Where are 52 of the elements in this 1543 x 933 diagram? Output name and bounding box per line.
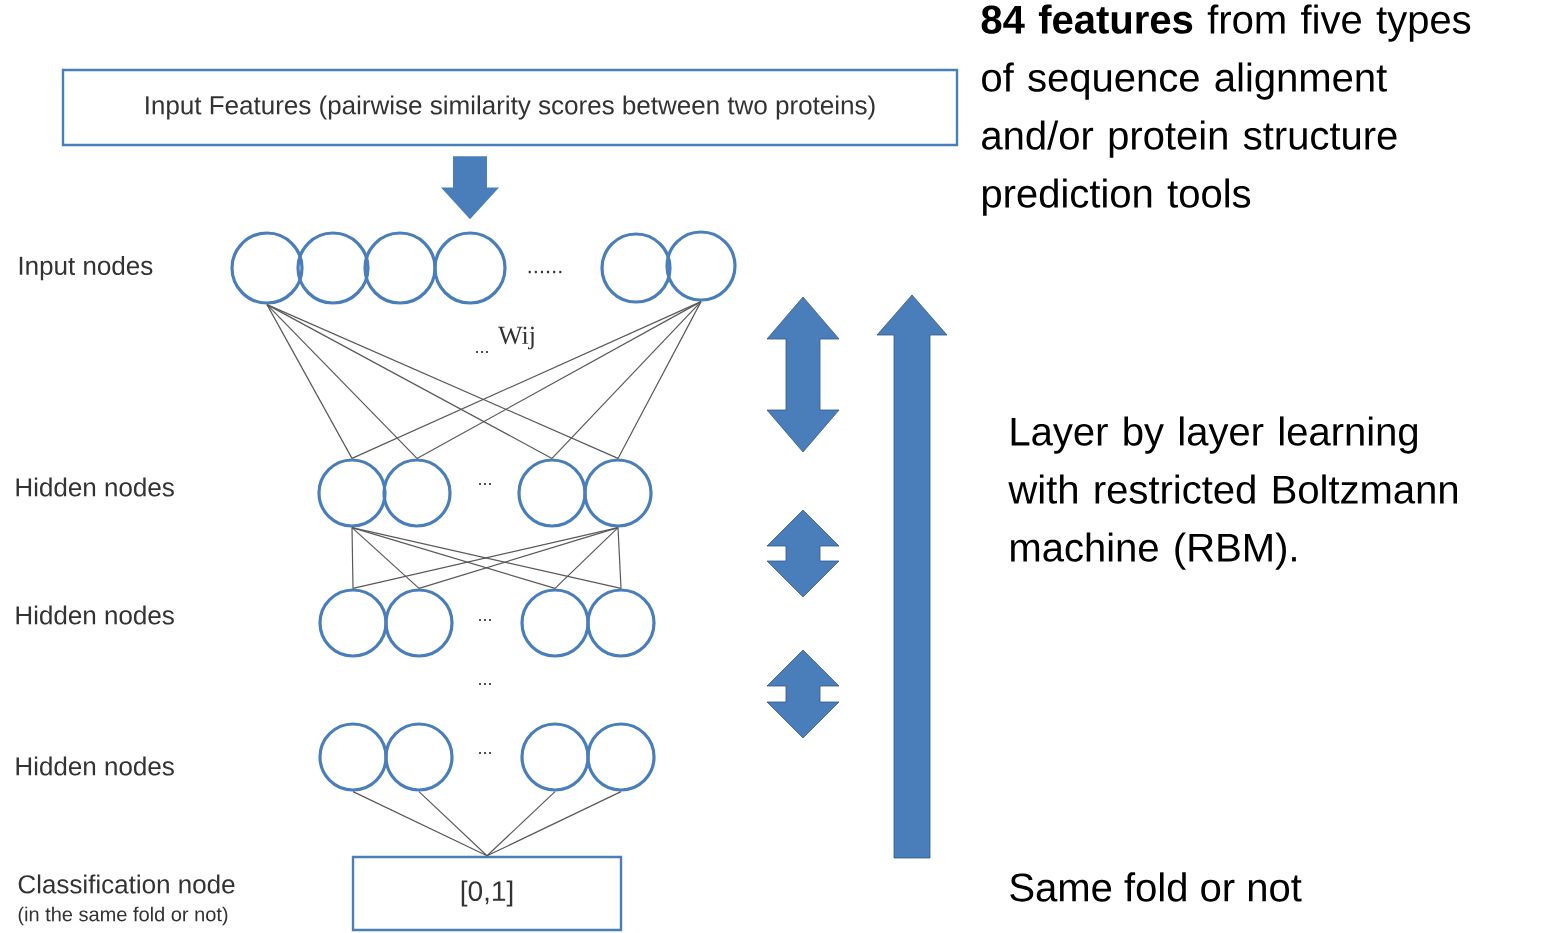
connection-line xyxy=(617,527,622,589)
neuron-circle xyxy=(433,231,507,305)
neuron-circle xyxy=(384,722,454,792)
neuron-circle xyxy=(586,722,656,792)
annotation-text: Same fold or not xyxy=(1010,872,1302,902)
ellipsis: ... xyxy=(476,351,488,353)
connection-line xyxy=(266,304,553,459)
annotation-text: Layer by layer learning with restricted Boltzmann machine (RBM). xyxy=(1008,416,1457,570)
neuron-circle xyxy=(296,231,370,305)
ellipsis: ... xyxy=(479,619,491,621)
connection-line xyxy=(551,301,702,459)
neuron-circle xyxy=(517,458,587,528)
neuron-circle xyxy=(382,458,452,528)
connection-line xyxy=(486,791,556,857)
text-box: [0,1] xyxy=(351,855,623,932)
layer-label: Hidden nodes xyxy=(16,756,174,776)
neuron-circle xyxy=(317,458,387,528)
ellipsis: ...... xyxy=(528,270,562,274)
neuron-circle xyxy=(230,231,304,305)
connection-line xyxy=(351,527,354,589)
neuron-circle xyxy=(363,231,437,305)
connection-line xyxy=(486,791,622,857)
layer-label: Hidden nodes xyxy=(16,605,174,625)
connection-line xyxy=(266,304,418,459)
neuron-circle xyxy=(600,232,672,304)
ellipsis: ... xyxy=(479,683,491,685)
connection-line xyxy=(351,527,420,589)
connection-line xyxy=(266,304,619,459)
neuron-circle xyxy=(318,722,388,792)
connection-line xyxy=(418,527,619,589)
neuron-circle xyxy=(586,588,656,658)
layer-label: Hidden nodes xyxy=(16,477,174,497)
neuron-circle xyxy=(520,588,590,658)
connection-line xyxy=(554,527,619,589)
ellipsis: ... xyxy=(479,483,491,485)
connection-line xyxy=(617,301,702,459)
ellipsis: ... xyxy=(479,752,491,754)
connection-line xyxy=(352,791,488,857)
connection-line xyxy=(266,304,353,459)
neuron-circle xyxy=(583,458,653,528)
annotation-text: 84 features from five types of sequence alignment and/or protein structure prediction tools xyxy=(981,4,1471,216)
connection-line xyxy=(418,791,488,857)
text-box: Input Features (pairwise similarity scores between two proteins) xyxy=(61,68,959,147)
connection-line xyxy=(416,301,702,459)
note-text: (in the same fold or not) xyxy=(18,906,228,926)
neuron-circle xyxy=(520,722,590,792)
neuron-circle xyxy=(384,588,454,658)
layer-label: Input nodes xyxy=(19,255,153,281)
neuron-circle xyxy=(318,588,388,658)
neuron-circle xyxy=(665,230,737,302)
layer-label: Classification node xyxy=(18,874,235,894)
weight-label: Wij xyxy=(498,326,534,350)
